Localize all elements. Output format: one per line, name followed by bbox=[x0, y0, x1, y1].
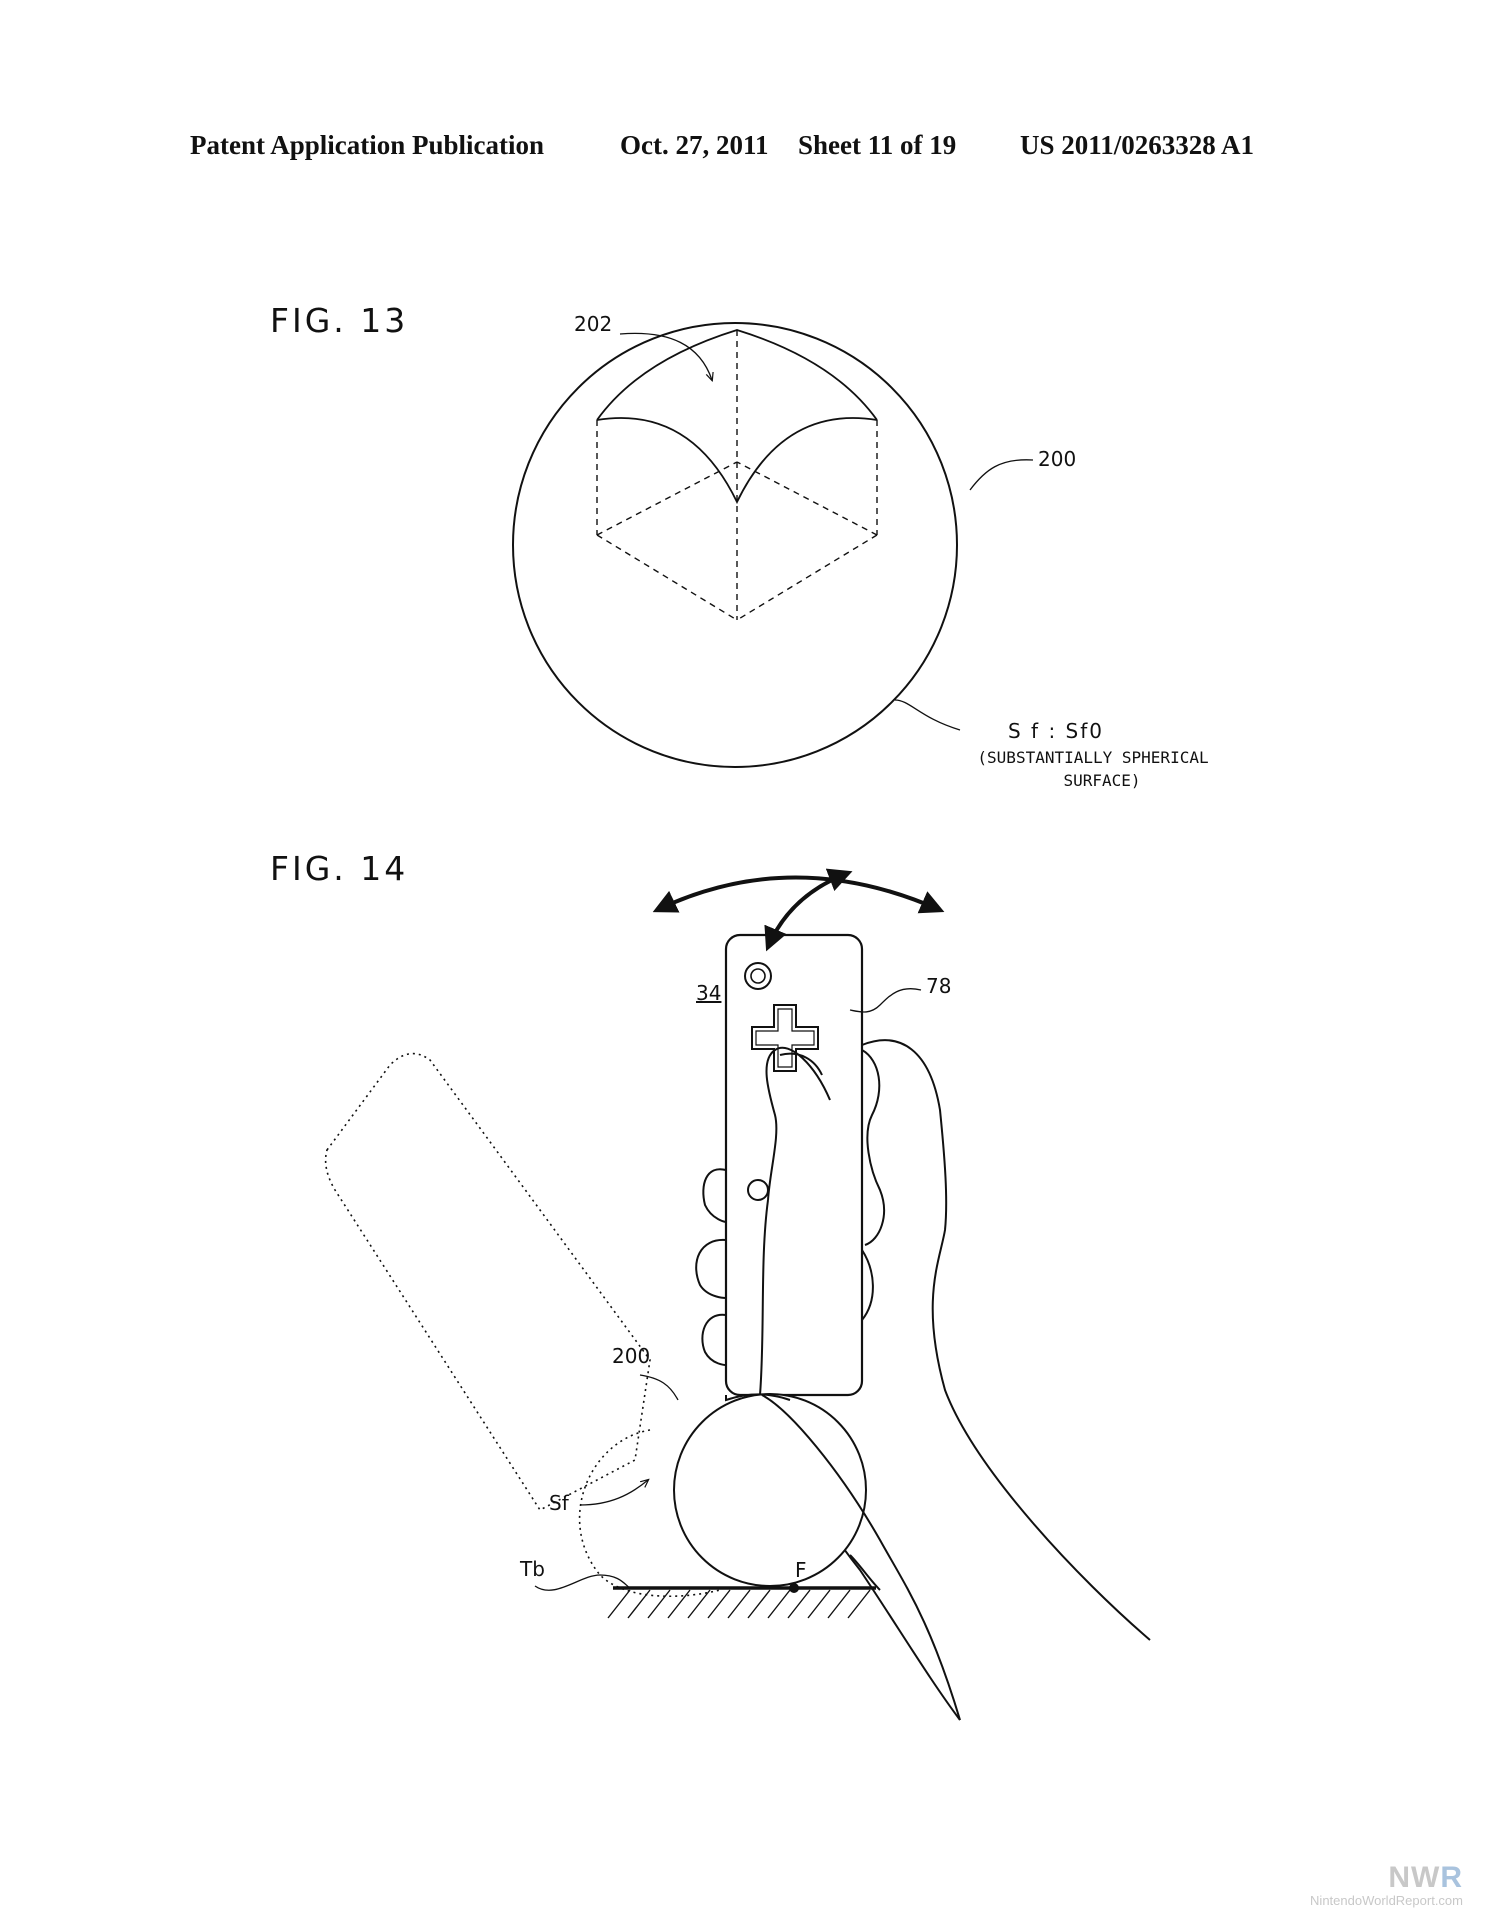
ref-78: 78 bbox=[926, 974, 951, 998]
publication-date: Oct. 27, 2011 bbox=[620, 130, 769, 160]
ref-34: 34 bbox=[696, 981, 721, 1005]
leader-tb bbox=[534, 1574, 631, 1591]
watermark-nw: NW bbox=[1388, 1861, 1441, 1894]
fig13-label: FIG. 13 bbox=[270, 301, 408, 340]
power-button-icon bbox=[744, 962, 772, 990]
publication-title: Patent Application Publication bbox=[190, 130, 545, 160]
sphere-200-fig14 bbox=[673, 1393, 867, 1587]
leader-sf-fig14 bbox=[579, 1480, 648, 1506]
dpad-78-icon bbox=[751, 1004, 819, 1072]
ref-tb: Tb bbox=[519, 1557, 545, 1581]
sheet-number: Sheet 11 of 19 bbox=[798, 130, 957, 160]
caption-line-1: (SUBSTANTIALLY SPHERICAL bbox=[977, 748, 1208, 767]
ref-sf-fig14: Sf bbox=[549, 1491, 570, 1515]
table-hatching bbox=[607, 1589, 871, 1619]
dashed-cube bbox=[596, 330, 878, 621]
rotate-arrow-tilt bbox=[764, 868, 853, 952]
ref-sf-fig13: S f : Sf0 bbox=[1008, 719, 1104, 743]
tilted-controller-outline bbox=[324, 1052, 651, 1512]
caption-line-2: SURFACE) bbox=[1063, 771, 1140, 790]
leader-sf-fig13 bbox=[894, 699, 961, 731]
tilted-sphere-outline bbox=[578, 1429, 721, 1598]
hand bbox=[695, 1039, 1151, 1721]
ref-200-fig13: 200 bbox=[1038, 447, 1076, 471]
leader-78 bbox=[849, 988, 922, 1013]
ref-200-fig14: 200 bbox=[612, 1344, 650, 1368]
ref-202: 202 bbox=[574, 312, 612, 336]
fig14-label: FIG. 14 bbox=[270, 849, 408, 888]
ref-f: F bbox=[795, 1558, 807, 1582]
leader-200-fig13 bbox=[969, 459, 1034, 491]
page-header: Patent Application Publication Oct. 27, … bbox=[190, 130, 1300, 170]
figure-13: FIG. 13 202 200 S f : Sf0 (SUBSTANTIAL bbox=[270, 301, 1209, 790]
figure-14: FIG. 14 bbox=[270, 849, 1151, 1721]
leader-200-fig14 bbox=[639, 1374, 679, 1401]
patent-number: US 2011/0263328 A1 bbox=[1020, 130, 1255, 160]
contact-point-f bbox=[789, 1583, 799, 1593]
watermark-site: NintendoWorldReport.com bbox=[1310, 1893, 1463, 1908]
watermark-r: R bbox=[1440, 1861, 1463, 1894]
watermark-logo: NWR NintendoWorldReport.com bbox=[1310, 1861, 1463, 1909]
sphere-200 bbox=[512, 322, 958, 768]
leader-202 bbox=[619, 332, 712, 380]
